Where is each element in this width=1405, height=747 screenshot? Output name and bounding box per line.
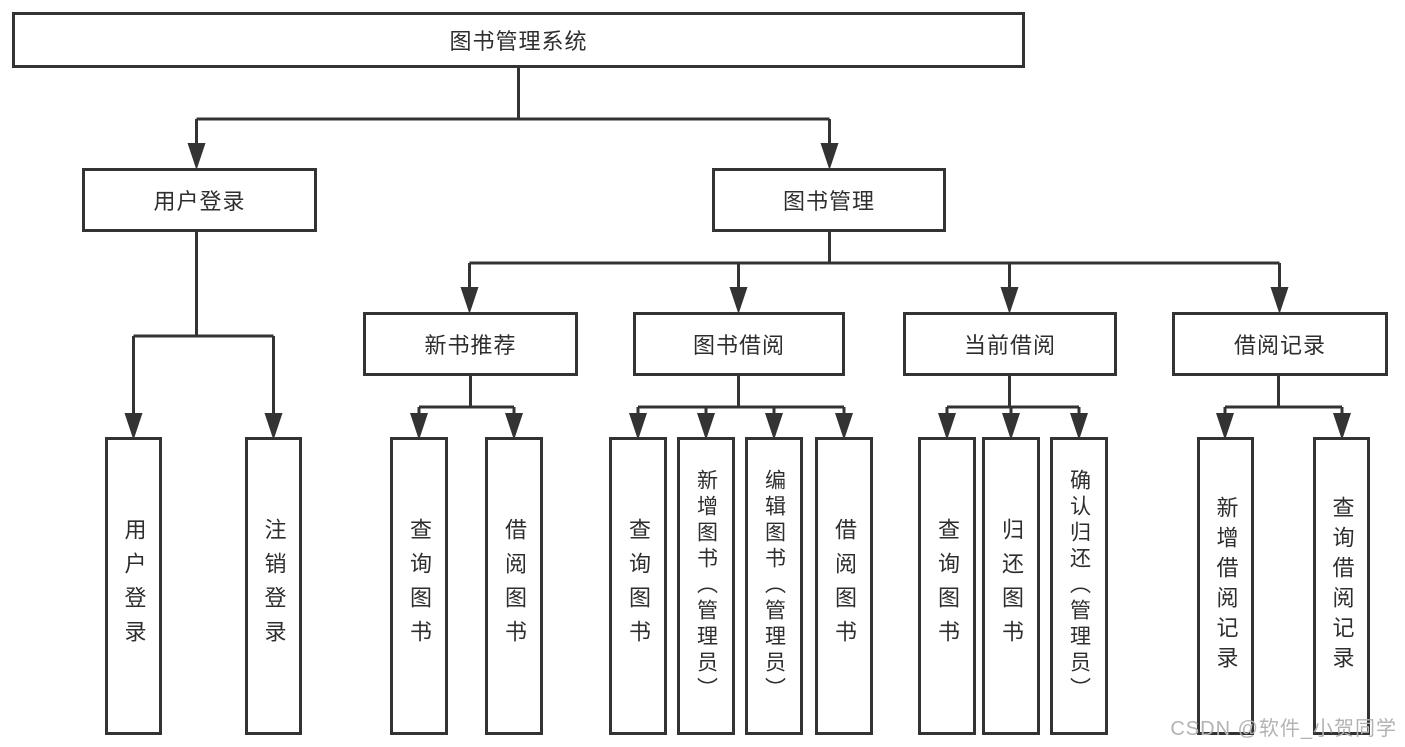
node-borrowing-records: 借阅记录 [1172,312,1388,376]
leaf-query-borrow-record-label: 查询借阅记录 [1329,496,1355,676]
leaf-confirm-return-admin-label: 确认归还（管理员） [1067,469,1091,703]
arrowhead-icons [124,143,1351,440]
leaf-query-books-recommend: 查询图书 [390,437,448,735]
leaf-borrow-books-borrowing: 借阅图书 [815,437,873,735]
csdn-watermark: CSDN @软件_小贺同学 [1170,718,1397,740]
leaf-return-books-label: 归还图书 [999,518,1024,654]
node-library-system: 图书管理系统 [12,12,1025,68]
leaf-logout-label: 注销登录 [261,518,287,654]
node-user-login-label: 用户登录 [153,189,246,214]
leaf-user-login-label: 用户登录 [121,518,147,654]
leaf-logout: 注销登录 [245,437,302,735]
leaf-query-books-current: 查询图书 [918,437,976,735]
leaf-query-books-recommend-label: 查询图书 [407,518,432,654]
leaf-query-books-borrowing-label: 查询图书 [626,518,651,654]
leaf-return-books: 归还图书 [982,437,1040,735]
node-book-management: 图书管理 [712,168,946,232]
node-new-book-recommendation: 新书推荐 [363,312,578,376]
leaf-confirm-return-admin: 确认归还（管理员） [1050,437,1108,735]
node-current-borrowing: 当前借阅 [903,312,1117,376]
node-current-borrowing-label: 当前借阅 [963,333,1056,358]
leaf-query-borrow-record: 查询借阅记录 [1313,437,1370,735]
node-borrowing-records-label: 借阅记录 [1233,333,1326,358]
node-book-borrowing-label: 图书借阅 [692,333,785,358]
leaf-borrow-books-recommend-label: 借阅图书 [502,518,527,654]
node-user-login: 用户登录 [82,168,317,232]
node-new-book-recommendation-label: 新书推荐 [424,333,517,358]
leaf-add-borrow-record: 新增借阅记录 [1197,437,1254,735]
leaf-add-books-admin-label: 新增图书（管理员） [694,469,718,703]
leaf-add-books-admin: 新增图书（管理员） [677,437,735,735]
leaf-add-borrow-record-label: 新增借阅记录 [1213,496,1239,676]
leaf-borrow-books-borrowing-label: 借阅图书 [832,518,857,654]
leaf-edit-books-admin: 编辑图书（管理员） [745,437,803,735]
node-book-borrowing: 图书借阅 [633,312,845,376]
leaf-user-login: 用户登录 [105,437,162,735]
node-book-management-label: 图书管理 [782,189,875,214]
leaf-edit-books-admin-label: 编辑图书（管理员） [762,469,786,703]
leaf-query-books-borrowing: 查询图书 [609,437,667,735]
leaf-query-books-current-label: 查询图书 [935,518,960,654]
node-library-system-label: 图书管理系统 [449,29,588,54]
leaf-borrow-books-recommend: 借阅图书 [485,437,543,735]
